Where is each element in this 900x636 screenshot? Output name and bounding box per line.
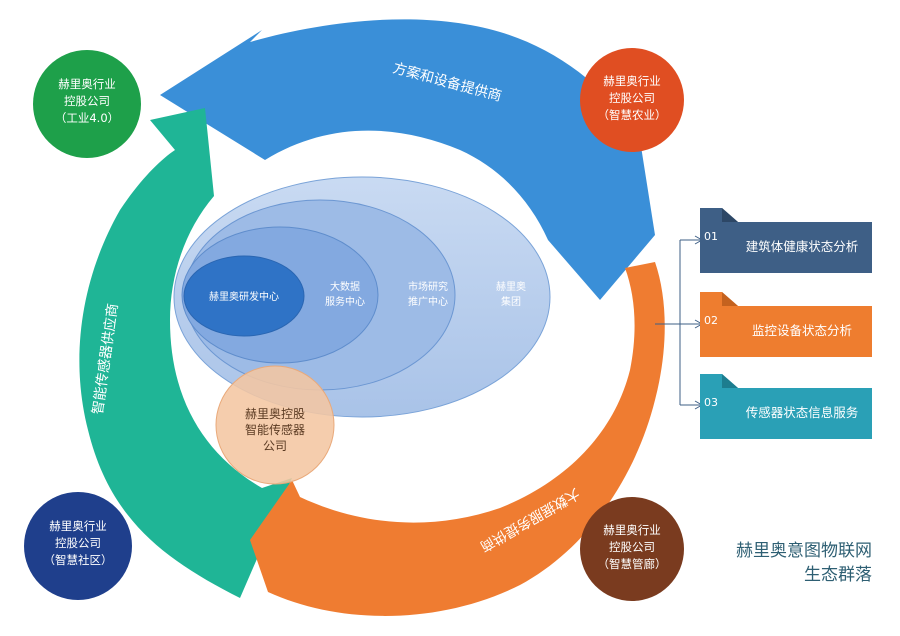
ecosystem-title-line1: 赫里奥意图物联网 bbox=[736, 541, 872, 561]
service-bar-2-fold bbox=[722, 292, 738, 306]
service-bar-1: 01 建筑体健康状态分析 bbox=[700, 208, 872, 273]
ring-segment-bottom bbox=[250, 262, 665, 616]
group-label-1: 赫里奥 bbox=[496, 280, 526, 293]
corner-top-right-line2: 控股公司 bbox=[609, 91, 655, 105]
corner-circle-top-right: 赫里奥行业 控股公司 （智慧农业） bbox=[580, 48, 684, 152]
service-bar-1-shape bbox=[700, 208, 872, 273]
corner-bottom-left-line3: （智慧社区） bbox=[44, 553, 113, 567]
market-label-1: 市场研究 bbox=[408, 280, 448, 293]
corner-circle-top-left: 赫里奥行业 控股公司 （工业4.0） bbox=[33, 50, 141, 158]
corner-top-right-line3: （智慧农业） bbox=[598, 108, 667, 122]
service-1-label: 建筑体健康状态分析 bbox=[746, 239, 859, 254]
corner-top-left-line2: 控股公司 bbox=[64, 94, 110, 108]
corner-circle-top-right-shape bbox=[580, 48, 684, 152]
market-label-2: 推广中心 bbox=[408, 295, 448, 308]
corner-top-left-line1: 赫里奥行业 bbox=[58, 77, 116, 91]
service-bar-2: 02 监控设备状态分析 bbox=[700, 292, 872, 357]
sensor-company-circle bbox=[215, 365, 335, 485]
service-bar-1-fold bbox=[722, 208, 738, 222]
rd-center-label: 赫里奥研发中心 bbox=[209, 290, 279, 303]
sensor-label-3: 公司 bbox=[263, 439, 287, 453]
service-bar-3-fold bbox=[722, 374, 738, 388]
corner-top-left-line3: （工业4.0） bbox=[55, 111, 119, 125]
service-bar-2-shape bbox=[700, 292, 872, 357]
corner-bottom-left-line2: 控股公司 bbox=[55, 536, 101, 550]
corner-bottom-right-line3: （智慧管廊） bbox=[598, 557, 667, 571]
service-3-number: 03 bbox=[704, 396, 718, 409]
service-bar-3: 03 传感器状态信息服务 bbox=[700, 374, 872, 439]
services-connector bbox=[655, 239, 700, 406]
corner-circle-bottom-right: 赫里奥行业 控股公司 （智慧管廊） bbox=[580, 497, 684, 601]
service-3-label: 传感器状态信息服务 bbox=[746, 405, 859, 420]
corner-bottom-left-line1: 赫里奥行业 bbox=[49, 519, 107, 533]
group-label-2: 集团 bbox=[501, 295, 521, 308]
bigdata-label-2: 服务中心 bbox=[325, 295, 365, 308]
corner-circle-top-left-shape bbox=[33, 50, 141, 158]
ring-segment-top bbox=[160, 19, 655, 300]
corner-circle-bottom-right-shape bbox=[580, 497, 684, 601]
sensor-label-2: 智能传感器 bbox=[245, 422, 305, 437]
service-bar-3-shape bbox=[700, 374, 872, 439]
corner-circle-bottom-left-shape bbox=[24, 492, 132, 600]
bigdata-label-1: 大数据 bbox=[330, 280, 360, 293]
service-2-number: 02 bbox=[704, 314, 718, 327]
service-1-number: 01 bbox=[704, 230, 718, 243]
corner-circle-bottom-left: 赫里奥行业 控股公司 （智慧社区） bbox=[24, 492, 132, 600]
corner-bottom-right-line2: 控股公司 bbox=[609, 540, 655, 554]
sensor-label-1: 赫里奥控股 bbox=[245, 407, 305, 421]
ring-segment-left bbox=[79, 108, 293, 598]
ellipse-rd-center bbox=[183, 255, 305, 337]
service-2-label: 监控设备状态分析 bbox=[752, 323, 852, 338]
corner-top-right-line1: 赫里奥行业 bbox=[603, 74, 661, 88]
corner-bottom-right-line1: 赫里奥行业 bbox=[603, 523, 661, 537]
ecosystem-title-line2: 生态群落 bbox=[804, 565, 872, 585]
